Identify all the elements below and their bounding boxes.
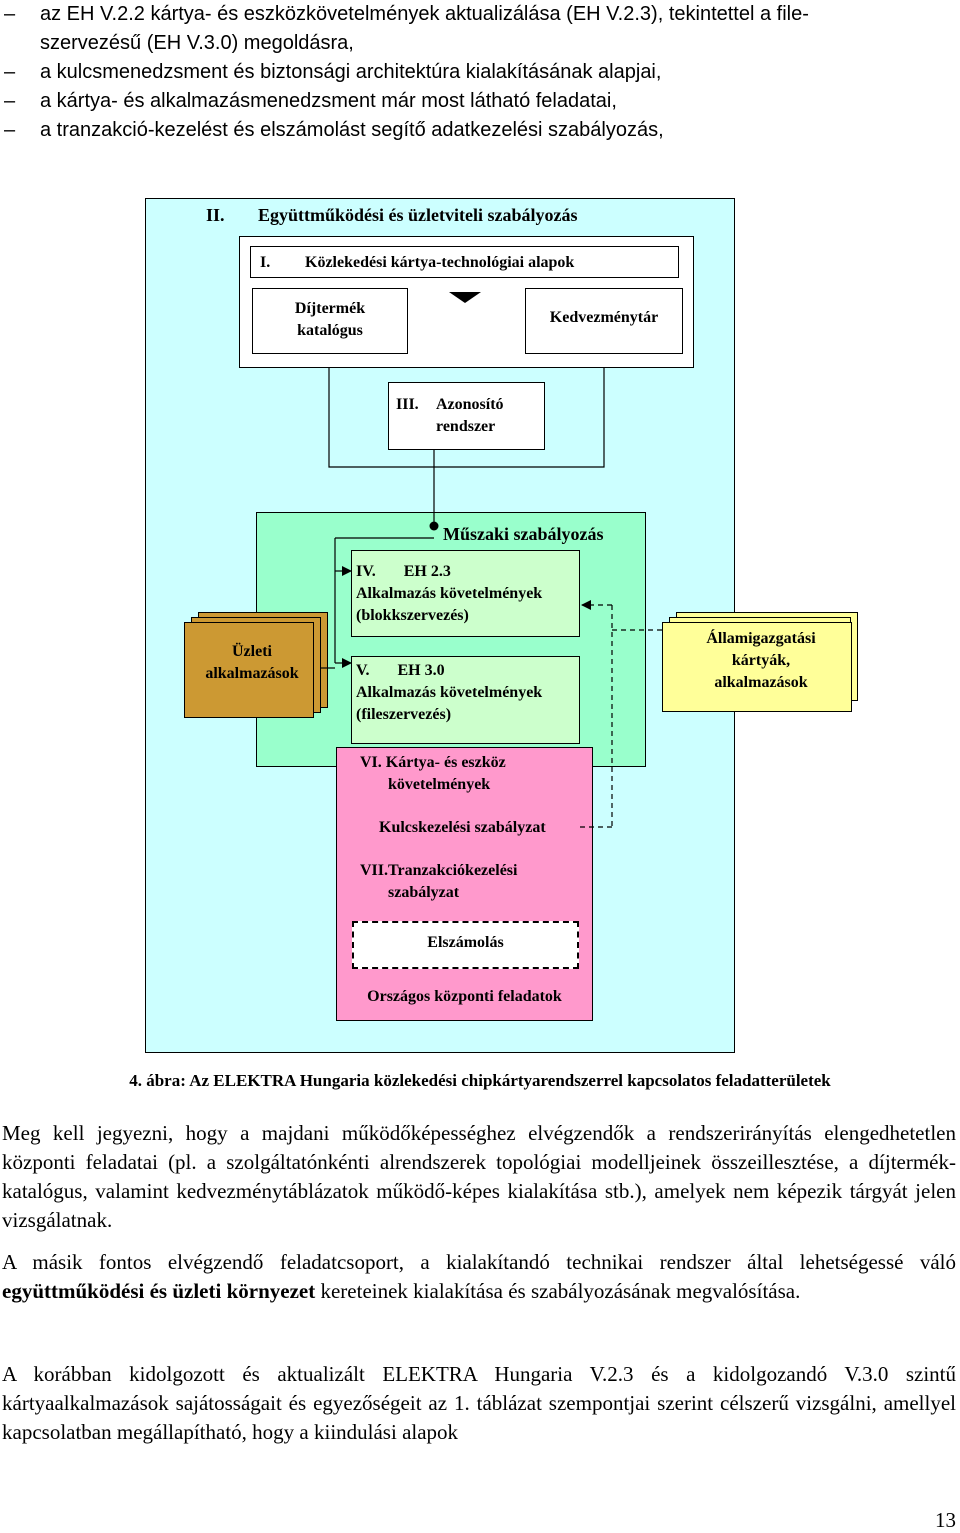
outer-box-num: II. bbox=[206, 205, 225, 225]
bullet-text: szervezésű (EH V.3.0) megoldásra, bbox=[40, 32, 354, 54]
azonosito-box bbox=[388, 382, 545, 450]
bullet-dash: – bbox=[4, 90, 16, 112]
box-v-label: V. EH 3.0 Alkalmazás követelmények (file… bbox=[356, 662, 543, 723]
box-i-title-bar bbox=[250, 246, 679, 278]
kulcskezelesi-label: Kulcskezelési szabályzat bbox=[379, 819, 546, 836]
allamigazgatasi-label: Államigazgatási kártyák, alkalmazások bbox=[706, 630, 816, 691]
box-v bbox=[351, 656, 580, 744]
connector-lines bbox=[320, 292, 662, 828]
paragraph-3: A korábban kidolgozott és aktualizált EL… bbox=[2, 1362, 956, 1444]
junction-dot bbox=[429, 521, 439, 531]
bullet-text: a kártya- és alkalmazásmenedzsment már m… bbox=[40, 90, 617, 112]
bullet-text: a kulcsmenedzsment és biztonsági archite… bbox=[40, 61, 662, 83]
uzleti-box bbox=[184, 622, 314, 718]
box-iv bbox=[351, 550, 580, 637]
kedvezmenytar-label: Kedvezménytár bbox=[549, 309, 659, 326]
paragraph-2: A másik fontos elvégzendő feladatcsoport… bbox=[2, 1248, 956, 1306]
bullet-text: az EH V.2.2 kártya- és eszközkövetelmény… bbox=[40, 3, 809, 25]
pink-box bbox=[336, 747, 593, 1021]
vii-label: VII.Tranzakciókezelési szabályzat bbox=[360, 862, 518, 901]
p2-text-a: A másik fontos elvégzendő feladatcsoport… bbox=[2, 1250, 956, 1274]
vi-label: VI. Kártya- és eszköz követelmények bbox=[360, 754, 506, 793]
paragraph-1: Meg kell jegyezni, hogy a majdani működő… bbox=[2, 1121, 956, 1232]
triangle-down-icon bbox=[449, 292, 481, 303]
outer-box-title: Együttműködési és üzletviteli szabályozá… bbox=[258, 205, 578, 225]
box-iv-label: IV. EH 2.3 Alkalmazás követelmények (blo… bbox=[356, 563, 543, 624]
p2-bold: együttműködési és üzleti környezet bbox=[2, 1279, 316, 1303]
connector-left bbox=[328, 368, 434, 468]
azonosito-num: III. bbox=[396, 396, 419, 413]
dijtermek-label: Díjtermék katalógus bbox=[294, 300, 366, 339]
box-i-title: Közlekedési kártya-technológiai alapok bbox=[305, 254, 575, 271]
kedvezmenytar-box bbox=[525, 288, 683, 354]
orszagos-label: Országos központi feladatok bbox=[367, 988, 562, 1005]
figure-diagram: II. Együttműködési és üzletviteli szabál… bbox=[145, 198, 858, 1053]
box-i-num: I. bbox=[260, 254, 271, 271]
bullet-dash: – bbox=[4, 119, 16, 141]
bullet-dash: – bbox=[4, 61, 16, 83]
connector-right bbox=[434, 368, 605, 468]
figure-caption: 4. ábra: Az ELEKTRA Hungaria közlekedési… bbox=[129, 1071, 831, 1090]
elszamolas-label: Elszámolás bbox=[427, 934, 504, 951]
p2-text-c: kereteinek kialakítása és szabályozásána… bbox=[315, 1279, 801, 1303]
bullet-text: a tranzakció-kezelést és elszámolást seg… bbox=[40, 119, 664, 141]
uzleti-label: Üzleti alkalmazások bbox=[205, 643, 299, 682]
elszamolas-box bbox=[352, 921, 579, 969]
muszaki-label: Műszaki szabályozás bbox=[443, 524, 604, 544]
page-number: 13 bbox=[935, 1508, 956, 1532]
bullet-dash: – bbox=[4, 3, 16, 25]
dijtermek-box bbox=[252, 288, 408, 354]
allamigazgatasi-box bbox=[662, 622, 852, 712]
azonosito-label: Azonosító rendszer bbox=[436, 396, 504, 435]
